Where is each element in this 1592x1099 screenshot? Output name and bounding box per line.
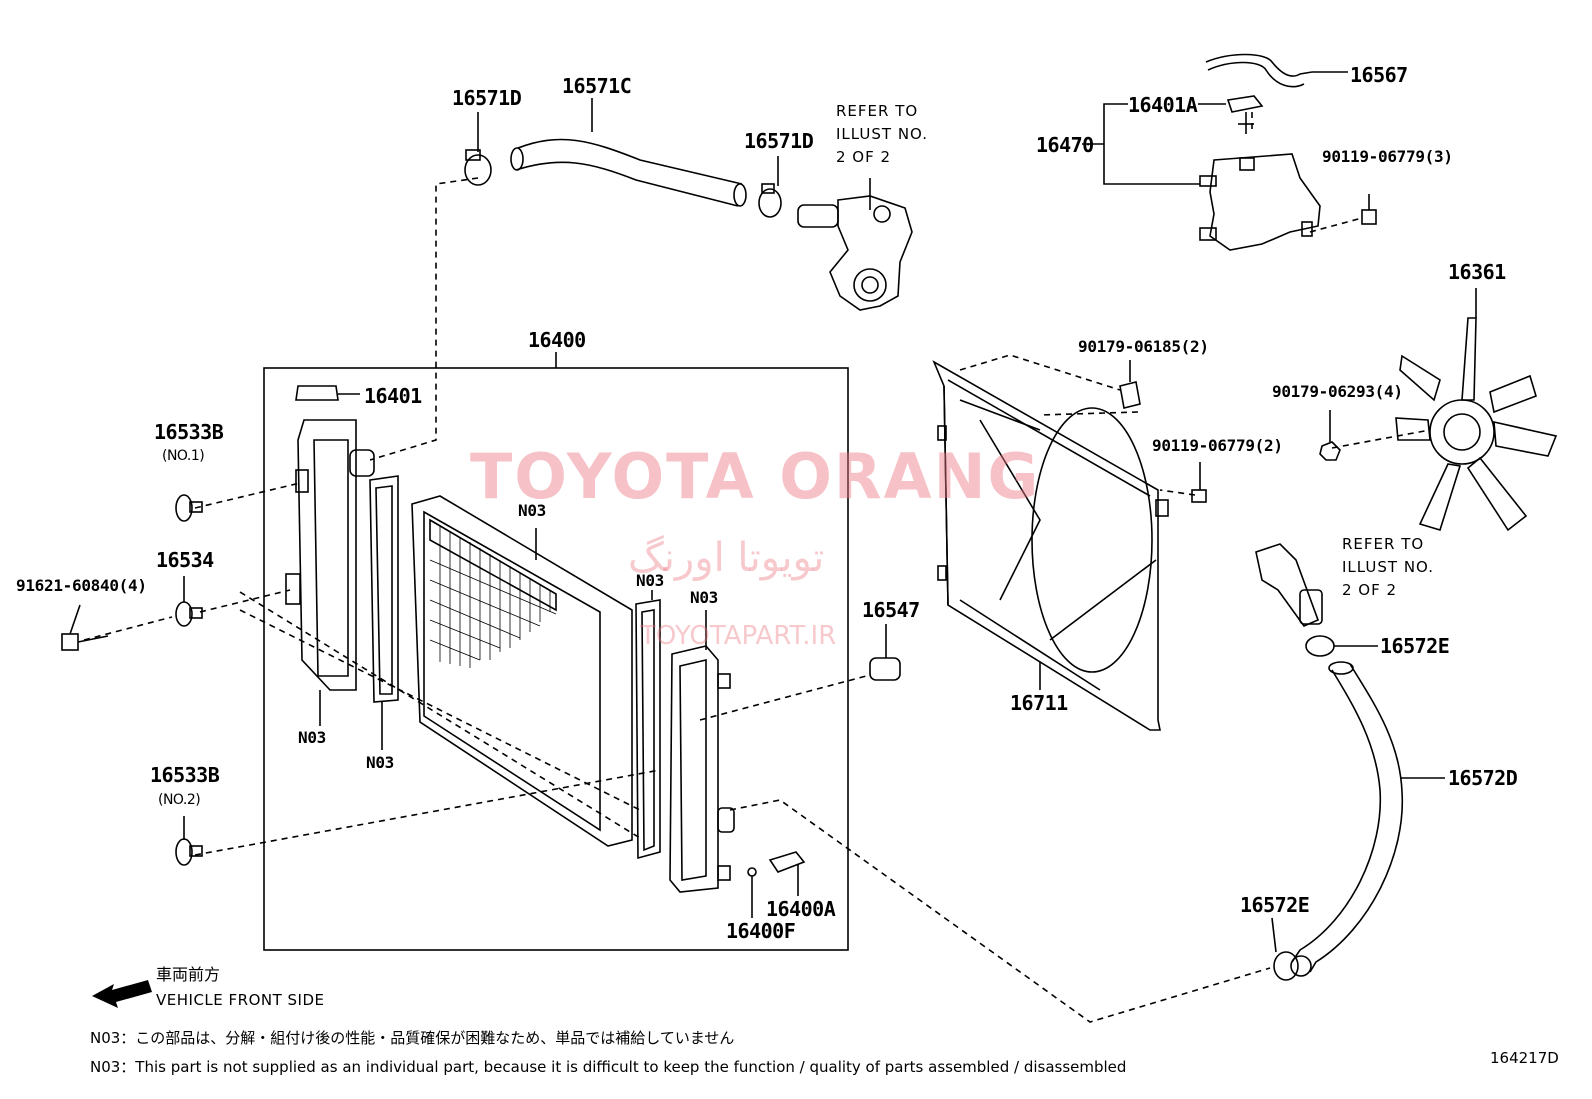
part-label-n03: N03	[518, 501, 546, 520]
part-label-90179-06293[interactable]: 90179-06293(4)	[1272, 382, 1403, 401]
drain-cock	[747, 851, 806, 918]
part-label-16572d[interactable]: 16572D	[1448, 766, 1518, 790]
part-label-n03: N03	[636, 571, 664, 590]
mount-16533b-no1	[175, 494, 203, 522]
part-label-90179-06185[interactable]: 90179-06185(2)	[1078, 337, 1209, 356]
refer-line: REFER TO	[1342, 535, 1425, 553]
diagram-code: 164217D	[1490, 1049, 1559, 1067]
part-label-16547[interactable]: 16547	[862, 598, 920, 622]
clip-90179-06185	[1119, 360, 1141, 409]
vehicle-front-arrow	[92, 980, 152, 1008]
footnote-jp: N03：この部品は、分解・組付け後の性能・品質確保が困難なため、単品では補給して…	[90, 1029, 735, 1047]
assembly-dashed-lines	[83, 112, 1431, 1023]
mount-16533b-no2	[175, 816, 203, 866]
mount-16534	[175, 576, 203, 627]
gasket-left	[369, 475, 399, 750]
gasket-right	[635, 590, 661, 860]
refer-line: 2 OF 2	[1342, 581, 1398, 599]
bolt-90119-06779-2	[1191, 462, 1207, 503]
reservoir-cap	[1198, 95, 1264, 134]
fan-shroud	[932, 360, 1169, 731]
part-label-16361[interactable]: 16361	[1448, 260, 1506, 284]
part-label-n03: N03	[366, 753, 394, 772]
part-label-16571c[interactable]: 16571C	[562, 74, 632, 98]
part-sublabel-no1: (NO.1)	[162, 448, 205, 464]
part-label-90119-06779-2[interactable]: 90119-06779(2)	[1152, 436, 1283, 455]
watermark-farsi: تویوتا اورنگ	[628, 535, 825, 581]
watermark-brand: TOYOTA ORANG	[470, 440, 1041, 513]
hose-clamp-16572e-top	[1305, 635, 1378, 657]
watermark-url: TOYOTAPART.IR	[640, 621, 837, 651]
core-fins	[429, 526, 557, 668]
cooling-fan	[1395, 288, 1558, 532]
refer-line: ILLUST NO.	[1342, 558, 1435, 576]
part-label-16571d[interactable]: 16571D	[744, 129, 814, 153]
hose-clamp-16571d-left	[464, 149, 492, 186]
part-label-16401a[interactable]: 16401A	[1128, 93, 1198, 117]
lower-radiator-hose	[1290, 661, 1445, 977]
part-label-16470[interactable]: 16470	[1036, 133, 1094, 157]
part-label-16401[interactable]: 16401	[364, 384, 422, 408]
footnote-en: N03：This part is not supplied as an indi…	[90, 1058, 1127, 1076]
thermostat-housing	[797, 178, 913, 311]
lower-tank	[669, 610, 735, 893]
reservoir-tank	[1082, 103, 1321, 251]
refer-line: REFER TO	[836, 102, 919, 120]
bolt-91621	[61, 604, 109, 651]
nut-90179-06293	[1319, 410, 1341, 461]
part-label-16533b-no1[interactable]: 16533B	[154, 420, 224, 444]
part-label-16533b-no2[interactable]: 16533B	[150, 763, 220, 787]
water-outlet	[1255, 543, 1323, 627]
bolt-90119-06779-3	[1361, 194, 1377, 225]
part-label-n03: N03	[298, 728, 326, 747]
part-label-16571d[interactable]: 16571D	[452, 86, 522, 110]
refer-line: 2 OF 2	[836, 148, 892, 166]
vehicle-front-label-jp: 車両前方	[156, 965, 221, 984]
part-sublabel-no2: (NO.2)	[158, 792, 201, 808]
part-label-16400f[interactable]: 16400F	[726, 919, 796, 943]
part-label-91621-60840[interactable]: 91621-60840(4)	[16, 576, 147, 595]
radiator-core	[411, 495, 633, 847]
drain-plug-16547	[869, 624, 901, 681]
part-label-n03: N03	[690, 588, 718, 607]
upper-tank	[285, 419, 375, 726]
part-label-16572e[interactable]: 16572E	[1240, 893, 1310, 917]
refer-note-outlet: REFER TO ILLUST NO. 2 OF 2	[1342, 533, 1434, 602]
part-label-90119-06779-3[interactable]: 90119-06779(3)	[1322, 147, 1453, 166]
hose-clamp-16571d-right	[758, 183, 782, 218]
part-label-16572e[interactable]: 16572E	[1380, 634, 1450, 658]
radiator-cap	[295, 385, 360, 401]
refer-line: ILLUST NO.	[836, 125, 929, 143]
part-label-16534[interactable]: 16534	[156, 548, 214, 572]
part-label-16400a[interactable]: 16400A	[766, 897, 836, 921]
part-label-16711[interactable]: 16711	[1010, 691, 1068, 715]
part-label-16567[interactable]: 16567	[1350, 63, 1408, 87]
upper-radiator-hose	[510, 138, 747, 207]
overflow-hose	[1205, 53, 1348, 88]
part-label-16400[interactable]: 16400	[528, 328, 586, 352]
vehicle-front-label-en: VEHICLE FRONT SIDE	[156, 991, 325, 1009]
hose-clamp-16572e-bottom	[1271, 917, 1299, 981]
refer-note-thermostat: REFER TO ILLUST NO. 2 OF 2	[836, 100, 928, 169]
